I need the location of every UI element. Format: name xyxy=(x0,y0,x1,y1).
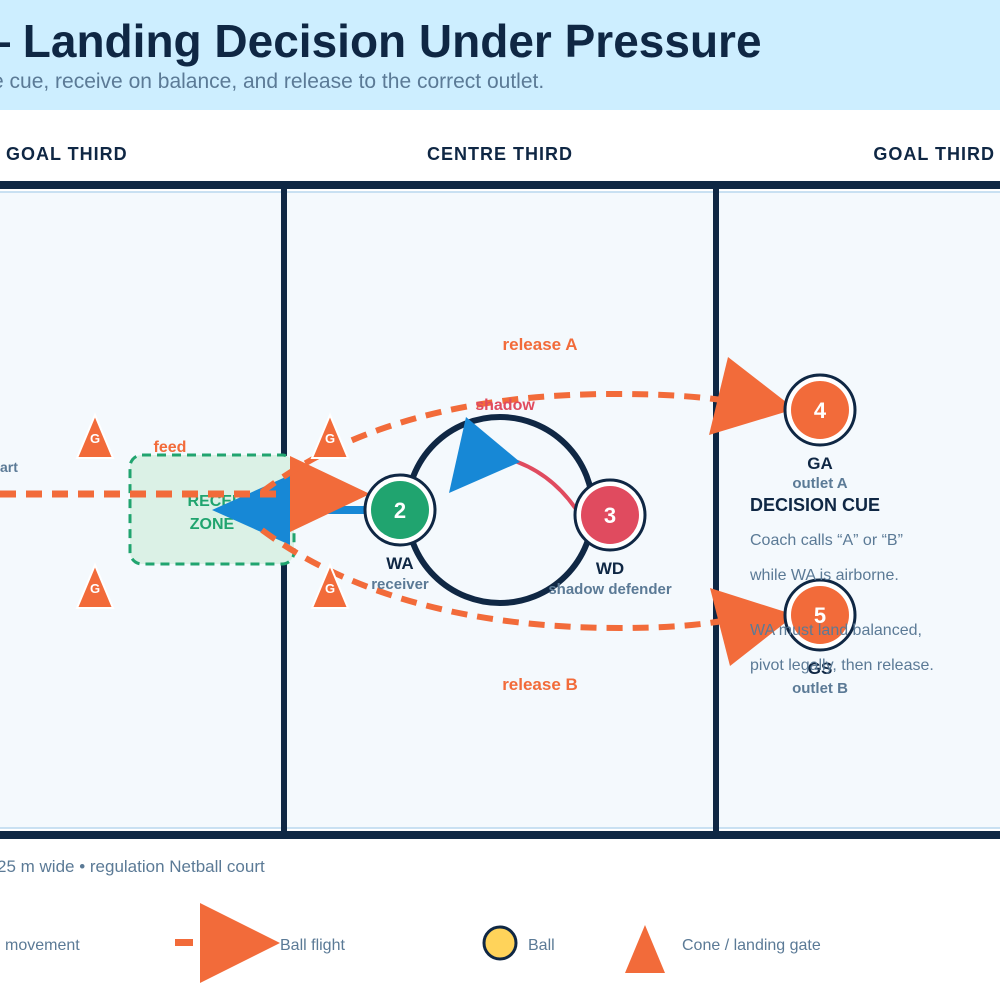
header-banner: — Landing Decision Under Pressure e cue,… xyxy=(0,0,1000,110)
start-label: art xyxy=(0,459,18,475)
third-label-centre: CENTRE THIRD xyxy=(427,144,573,164)
player-wa-position: WA xyxy=(386,554,413,573)
receive-zone-label-line2: ZONE xyxy=(190,516,235,533)
court-dimensions-note: 25 m wide • regulation Netball court xyxy=(0,857,265,876)
release-b-label: release B xyxy=(502,675,578,694)
release-a-arrowhead xyxy=(709,357,795,435)
legend-ball-flight-label: Ball flight xyxy=(280,937,345,954)
player-gs-position: GS xyxy=(808,659,833,678)
legend-ball-flight-dash xyxy=(175,939,193,946)
cone-label: G xyxy=(90,581,100,596)
court-boundary-bottom xyxy=(0,831,1000,839)
player-wa-token xyxy=(371,481,429,539)
player-ga-number: 4 xyxy=(814,398,827,423)
cone-bottom-left xyxy=(75,562,115,609)
player-ga-token xyxy=(791,381,849,439)
player-gs-number: 5 xyxy=(814,603,826,628)
release-b-arrowhead xyxy=(710,588,795,666)
player-gs: 5 GS outlet B xyxy=(783,578,857,697)
release-b-flight xyxy=(260,527,723,632)
cone-bottom-right xyxy=(310,562,350,609)
player-gs-token xyxy=(791,586,849,644)
legend-ball-label: Ball xyxy=(528,937,555,954)
decision-cue-line: Coach calls “A” or “B” xyxy=(750,532,903,549)
court-boundary-top xyxy=(0,181,1000,189)
third-label-left: GOAL THIRD xyxy=(6,144,128,164)
player-wd-position: WD xyxy=(596,559,624,578)
decision-cue-line: while WA is airborne. xyxy=(749,567,899,584)
release-a-label: release A xyxy=(503,335,578,354)
player-wa-role: receiver xyxy=(371,576,429,593)
shadow-movement-arrowhead xyxy=(449,417,520,493)
player-wd-role: shadow defender xyxy=(548,581,672,598)
cone-label: G xyxy=(90,431,100,446)
shadow-label: shadow xyxy=(475,397,535,414)
player-gs-role: outlet B xyxy=(792,680,848,697)
decision-cue-title: DECISION CUE xyxy=(750,495,880,515)
third-label-right: GOAL THIRD xyxy=(873,144,995,164)
page-subtitle: e cue, receive on balance, and release t… xyxy=(0,70,545,93)
decision-cue-line: WA must land balanced, xyxy=(750,622,922,639)
cone-top-right xyxy=(310,412,350,459)
cone-label: G xyxy=(325,431,335,446)
player-wd-token xyxy=(581,486,639,544)
legend: movement Ball flight Ball Cone / landing… xyxy=(5,903,821,983)
ball-icon xyxy=(482,925,518,961)
legend-ball-flight-arrowhead xyxy=(200,903,280,983)
decision-cue-line: pivot legally, then release. xyxy=(750,657,934,674)
player-ga-position: GA xyxy=(807,454,833,473)
player-ga-role: outlet A xyxy=(792,475,847,492)
player-wa-number: 2 xyxy=(394,498,406,523)
legend-movement-label: movement xyxy=(5,937,80,954)
feed-arrowhead xyxy=(290,456,370,532)
player-wd: 3 WD shadow defender xyxy=(548,478,672,598)
cone-top-left xyxy=(75,412,115,459)
player-wa: 2 WA receiver xyxy=(363,473,437,593)
cone-icon xyxy=(625,925,665,973)
legend-cone-label: Cone / landing gate xyxy=(682,937,821,954)
player-ga: 4 GA outlet A xyxy=(783,373,857,492)
feed-label: feed xyxy=(154,439,187,456)
page-title: — Landing Decision Under Pressure xyxy=(0,15,762,67)
player-wd-number: 3 xyxy=(604,503,616,528)
cone-label: G xyxy=(325,581,335,596)
